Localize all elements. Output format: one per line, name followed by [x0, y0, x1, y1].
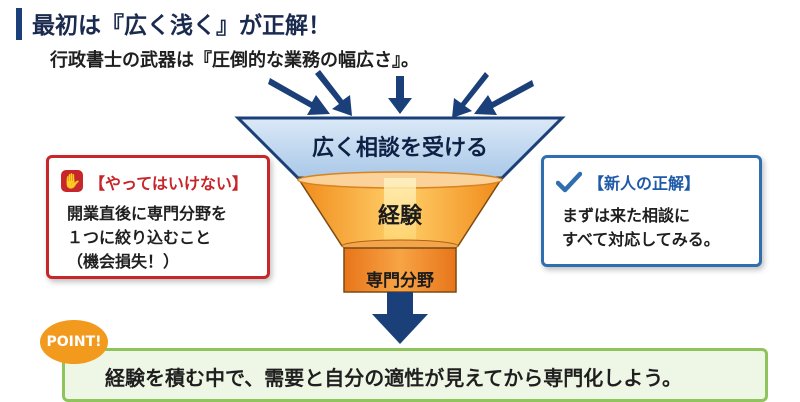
input-arrow-1 [268, 78, 330, 115]
input-arrow-4 [452, 72, 489, 118]
output-arrow [372, 292, 428, 344]
correct-card-line: すべて対応してみる。 [562, 230, 720, 249]
correct-card-line: まずは来た相談に [562, 206, 691, 225]
input-arrow-3 [388, 76, 412, 114]
dont-card-line: １つに絞り込むこと [67, 228, 212, 247]
input-arrow-2 [315, 70, 352, 116]
page-subtitle: 行政書士の武器は『圧倒的な業務の幅広さ』。 [50, 50, 419, 71]
correct-card-body: まずは来た相談に すべて対応してみる。 [562, 204, 720, 252]
dont-card-line: （機会損失！） [67, 252, 180, 271]
funnel-bottom-label: 専門分野 [366, 271, 434, 291]
dont-card-body: 開業直後に専門分野を １つに絞り込むこと （機会損失！） [67, 202, 227, 274]
checkmark-icon [556, 171, 582, 193]
funnel-middle-label: 経験 [377, 204, 422, 229]
funnel-bottom-block [343, 247, 457, 293]
correct-card: 【新人の正解】 まずは来た相談に すべて対応してみる。 [541, 155, 762, 267]
dont-card: ✋ 【やってはいけない】 開業直後に専門分野を １つに絞り込むこと （機会損失！… [46, 155, 270, 279]
point-text: 経験を積む中で、需要と自分の適性が見えてから専門化しよう。 [105, 366, 682, 390]
title-accent-bar [16, 8, 22, 40]
funnel-glow [384, 178, 416, 244]
input-arrows [268, 70, 534, 118]
dont-card-title: 【やってはいけない】 [89, 174, 248, 193]
page-title: 最初は『広く浅く』が正解！ [32, 13, 331, 39]
point-badge: POINT! [40, 320, 108, 364]
input-arrow-5 [474, 80, 534, 115]
correct-card-title: 【新人の正解】 [588, 174, 701, 193]
dont-card-line: 開業直後に専門分野を [67, 204, 228, 223]
stop-hand-icon: ✋ [61, 170, 83, 192]
funnel-top-label: 広く相談を受ける [311, 136, 488, 161]
point-box: 経験を積む中で、需要と自分の適性が見えてから専門化しよう。 [62, 348, 768, 402]
